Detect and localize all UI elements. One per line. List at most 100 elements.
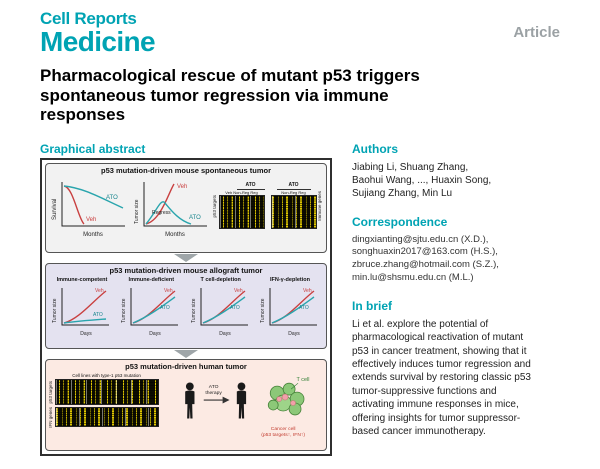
survival-veh-label: Veh — [86, 217, 96, 223]
heatmap-columns-right: Non-Reg Reg — [281, 189, 306, 195]
tumor-regress-label: Regress — [152, 210, 171, 216]
allograft-plot4-xlabel: Days — [288, 331, 300, 337]
allograft-plot1-ato-curve — [63, 318, 107, 324]
t-cell-label: T cell — [297, 377, 310, 383]
allograft-plot3-title: T cell-depletion — [200, 277, 241, 283]
survival-ato-curve — [63, 185, 124, 209]
ato-therapy-label-1: ATO — [209, 384, 219, 390]
panel-human-tumor: p53 mutation-driven human tumor Cell lin… — [45, 359, 327, 451]
article-title: Pharmacological rescue of mutant p53 tri… — [40, 66, 420, 125]
t-cell-cluster-icon — [268, 382, 305, 416]
human-heatmap-row-1: p53 targets — [48, 379, 164, 405]
therapy-illustration: ATO therapy — [185, 377, 310, 438]
allograft-plot2-ato-curve — [133, 296, 176, 324]
article-type-label: Article — [513, 24, 560, 41]
human-heatmap-p53-targets — [54, 379, 159, 405]
tumor-xlabel: Months — [165, 232, 185, 238]
heatmap-area: p53 targets ATO Veh Non-Reg Reg ATO Non-… — [212, 182, 323, 229]
survival-axes — [61, 182, 125, 227]
down-arrow-icon — [174, 350, 198, 358]
heatmap-row-label-immune-genes: Immune genes — [316, 190, 322, 221]
ato-therapy-label-2: therapy — [206, 390, 223, 396]
correspondence-email[interactable]: zbruce.zhang@hotmail.com (S.Z.), — [352, 259, 499, 271]
in-brief-heading: In brief — [352, 298, 393, 313]
authors-list: Jiabing Li, Shuang Zhang, Baohui Wang, .… — [352, 161, 562, 201]
allograft-plot2-veh-label: Veh — [164, 288, 173, 294]
journal-name-line2: Medicine — [40, 25, 156, 57]
human-heatmap-row-2: IFN genes — [48, 407, 164, 428]
panel2-content: Immune-competent Tumor size Veh ATO Days… — [49, 276, 323, 339]
tumor-axes — [143, 182, 207, 227]
allograft-plot3-ato-curve — [202, 296, 246, 324]
allograft-plot3-xlabel: Days — [219, 331, 231, 337]
human-heatmap-label-p53-targets: p53 targets — [48, 380, 53, 404]
human-heatmap-ifn-genes — [54, 407, 159, 427]
correspondence-email[interactable]: dingxianting@sjtu.edu.cn (X.D.), — [352, 233, 489, 245]
heatmap-stack-right: ATO Non-Reg Reg — [270, 182, 317, 229]
allograft-plot4-ylabel: Tumor size — [260, 298, 266, 323]
panel-allograft-tumor: p53 mutation-driven mouse allograft tumo… — [45, 263, 327, 349]
survival-xlabel: Months — [83, 232, 103, 238]
correspondence-email[interactable]: songhuaxin2017@163.com (H.S.), — [352, 246, 498, 258]
allograft-plot1-axes — [61, 288, 109, 326]
allograft-plot4-ato-curve — [271, 296, 315, 324]
heatmap-row-label-p53-targets: p53 targets — [212, 194, 217, 218]
survival-ylabel: Survival — [52, 199, 58, 220]
allograft-plot2-xlabel: Days — [150, 331, 162, 337]
journal-name-line1: Cell Reports — [40, 9, 137, 28]
tumor-ato-label: ATO — [189, 215, 201, 221]
allograft-plot1-ylabel: Tumor size — [52, 298, 58, 323]
t-cell-pointer-line — [291, 382, 299, 390]
cancer-cell-label-1: Cancer cell — [271, 426, 296, 432]
allograft-plot2-title: Immune-deficient — [128, 277, 175, 283]
heatmap-stack-left: ATO Veh Non-Reg Reg — [218, 182, 265, 229]
survival-plot: Survival Veh ATO Months — [52, 182, 125, 238]
cell-lines-label: Cell lines with type-1 p53 mutation — [72, 373, 141, 378]
heatmap-immune-genes — [270, 194, 317, 229]
correspondence-email[interactable]: min.lu@shsmu.edu.cn (M.L.) — [352, 272, 474, 283]
info-column: Authors Jiabing Li, Shuang Zhang, Baohui… — [352, 142, 562, 438]
graphical-abstract-heading: Graphical abstract — [40, 142, 146, 156]
journal-logo: Cell Reports Medicine — [40, 9, 156, 57]
human-heatmap-label-ifn-genes: IFN genes — [48, 407, 53, 428]
tumor-ylabel: Tumor size — [134, 199, 140, 224]
panel3-content: Cell lines with type-1 p53 mutation p53 … — [48, 373, 323, 439]
heatmap-ato-bracket-right: ATO — [276, 182, 311, 190]
allograft-plot1-veh-curve — [63, 290, 107, 324]
heatmap-p53-targets — [218, 194, 265, 229]
allograft-plot2-axes — [130, 288, 179, 326]
authors-heading: Authors — [352, 142, 398, 156]
allograft-plot4-veh-label: Veh — [303, 288, 312, 294]
author-line: Sujiang Zhang, Min Lu — [352, 188, 453, 200]
allograft-plot4-ato-label: ATO — [299, 305, 309, 311]
allograft-plot3: Tumor size Veh ATO Days — [191, 288, 248, 337]
correspondence-heading: Correspondence — [352, 214, 448, 229]
allograft-plot1-ato-label: ATO — [93, 312, 103, 318]
heatmap-group-immune-genes: ATO Non-Reg Reg Immune genes — [270, 182, 323, 229]
down-arrow-icon — [174, 254, 198, 262]
tumor-ato-curve — [145, 201, 192, 225]
correspondence-list: dingxianting@sjtu.edu.cn (X.D.), songhua… — [352, 234, 562, 285]
allograft-plot4: Tumor size Veh ATO Days — [260, 288, 317, 337]
survival-veh-curve — [63, 185, 85, 225]
tumor-veh-label: Veh — [177, 184, 187, 190]
allograft-plot-tcell-depletion: T cell-depletion Tumor size Veh ATO Days — [188, 276, 254, 339]
allograft-plot3-veh-label: Veh — [234, 288, 243, 294]
panel3-title: p53 mutation-driven human tumor — [125, 362, 247, 371]
panel1-content: Survival Veh ATO Months Tumor size Veh R… — [49, 176, 323, 240]
allograft-plot3-ato-label: ATO — [230, 305, 240, 311]
allograft-plot1: Tumor size Veh ATO Days — [52, 288, 109, 337]
patient-after-icon — [236, 382, 247, 419]
allograft-plot2-ylabel: Tumor size — [121, 298, 127, 323]
patient-before-icon — [185, 382, 195, 419]
survival-ato-label: ATO — [106, 195, 118, 201]
author-line: Baohui Wang, ..., Huaxin Song, — [352, 175, 492, 187]
human-heatmap-block: Cell lines with type-1 p53 mutation p53 … — [48, 373, 164, 430]
therapy-arrow-head-icon — [222, 396, 230, 404]
allograft-plot-immune-competent: Immune-competent Tumor size Veh ATO Days — [49, 276, 115, 339]
allograft-plot3-ylabel: Tumor size — [191, 298, 197, 323]
heatmap-ato-bracket-left: ATO — [236, 182, 265, 190]
allograft-plot1-xlabel: Days — [80, 331, 92, 337]
allograft-plot2: Tumor size Veh ATO Days — [121, 288, 179, 337]
